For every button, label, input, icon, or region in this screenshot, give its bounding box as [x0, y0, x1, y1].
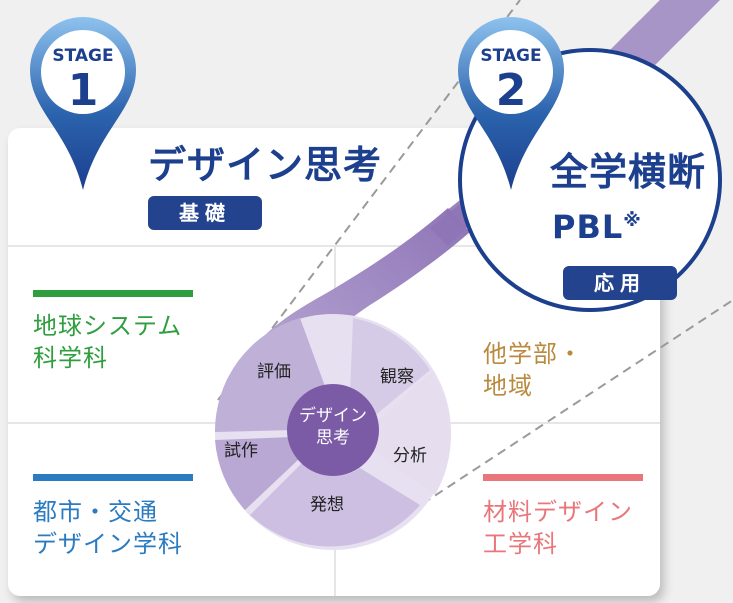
dept-earth-system: 地球システム 科学科 — [33, 312, 183, 372]
stage1-tag: 基礎 — [148, 196, 262, 230]
stage1-label: STAGE — [52, 46, 114, 66]
dept-bar-earth — [33, 290, 193, 297]
dashed-guide-2 — [409, 299, 733, 513]
stage2-tag: 応用 — [563, 266, 677, 300]
cycle-step-analyze: 分析 — [393, 446, 427, 466]
dept-urban-transport: 都市・交通 デザイン学科 — [33, 498, 183, 558]
cycle-center-circle — [287, 384, 379, 476]
cycle-step-ideate: 発想 — [310, 495, 344, 515]
pin-stage-1 — [29, 16, 136, 190]
stage1-number: 1 — [67, 65, 99, 116]
dept-bar-urban — [33, 474, 193, 481]
dept-other-faculties: 他学部・ 地域 — [483, 340, 583, 400]
stage1-title: デザイン思考 — [148, 143, 383, 187]
dept-bar-materials — [483, 474, 643, 481]
stage2-number: 2 — [495, 65, 527, 116]
stage2-title: 全学横断 — [550, 150, 707, 194]
dept-materials: 材料デザイン 工学科 — [483, 498, 633, 558]
cycle-step-observe: 観察 — [380, 367, 414, 387]
segment-ideate — [250, 460, 420, 547]
stage2-label: STAGE — [480, 46, 542, 66]
pin-stage-2 — [458, 17, 564, 190]
segment-observe — [350, 318, 430, 418]
cycle-center-label: デザイン 思考 — [299, 406, 367, 448]
stage2-subtitle: PBL※ — [552, 208, 642, 246]
cycle-step-prototype: 試作 — [224, 441, 258, 461]
segment-analyze — [372, 372, 451, 495]
footnote-mark: ※ — [623, 210, 642, 231]
cycle-step-evaluate: 評価 — [257, 362, 291, 382]
segment-prototype — [215, 437, 300, 510]
